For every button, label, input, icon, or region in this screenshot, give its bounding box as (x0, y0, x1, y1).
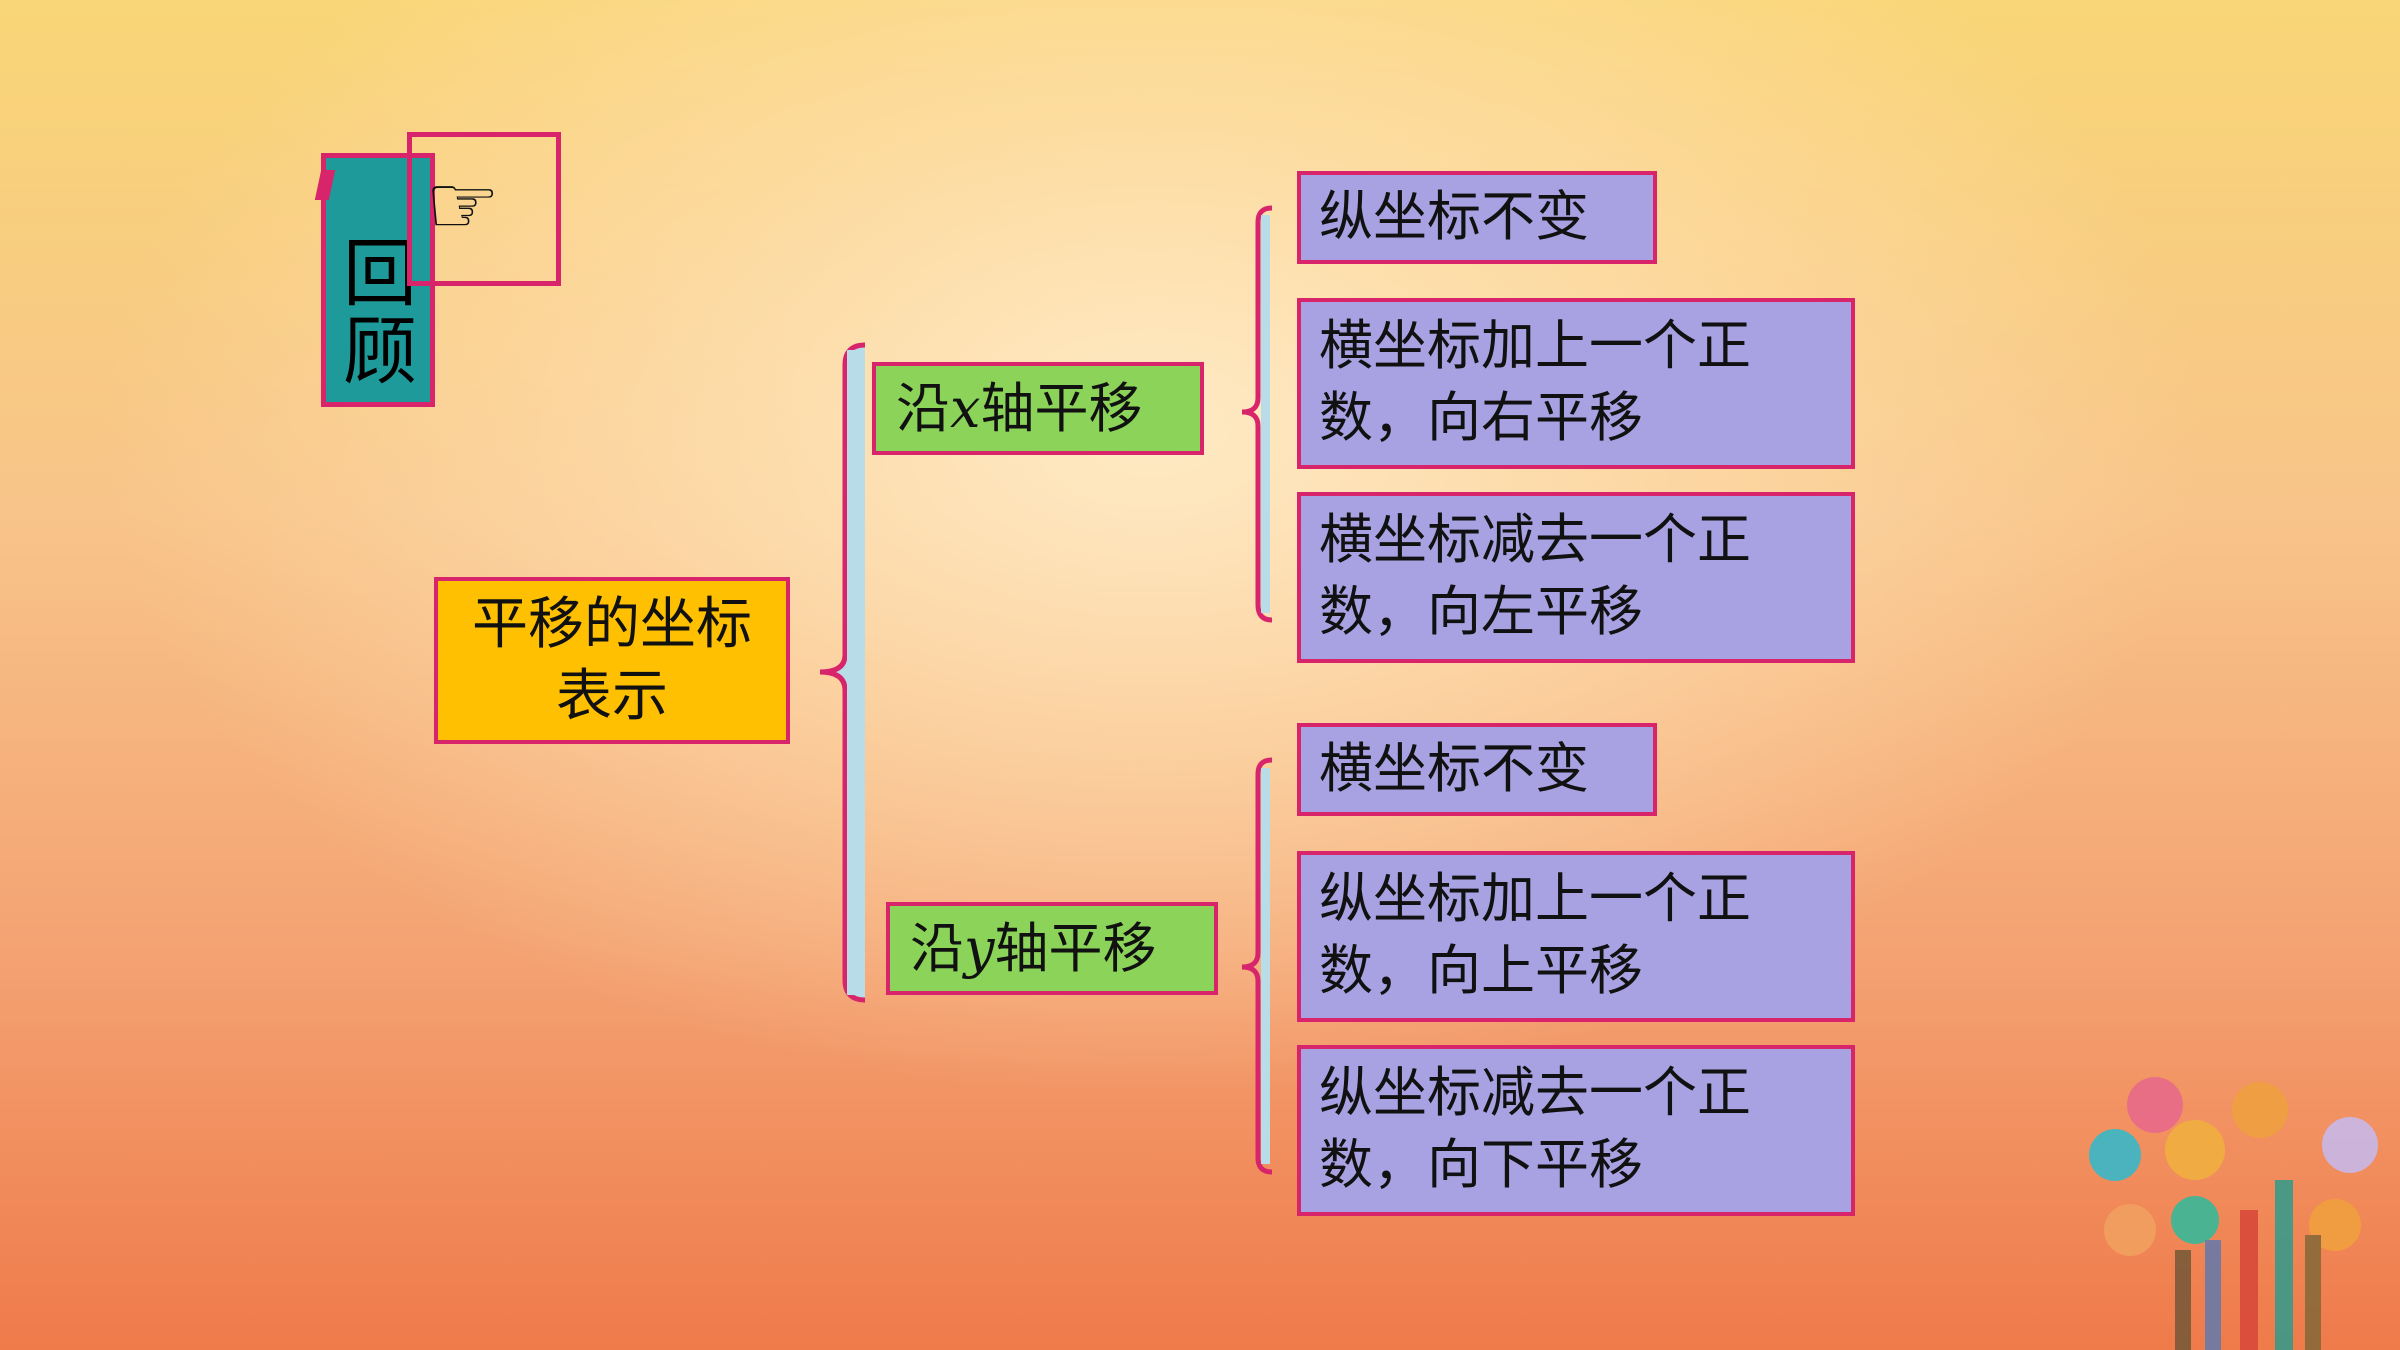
bubble-icon (2104, 1204, 2156, 1256)
lower-brace-fill (1261, 768, 1270, 1164)
bubble-icon (2089, 1129, 2141, 1181)
leaf-x-3-line2: 数，向左平移 (1319, 580, 1643, 643)
leaf-x-2-line2: 数，向右平移 (1319, 386, 1643, 449)
hand-frame[interactable] (407, 132, 561, 286)
bubble-icon (2165, 1120, 2225, 1180)
pointing-hand-icon: ☞ (425, 156, 501, 254)
leaf-y-1-line1: 横坐标不变 (1319, 737, 1589, 800)
leaf-y-3: 纵坐标减去一个正数，向下平移 (1297, 1045, 1855, 1216)
pencil-icon (2305, 1235, 2321, 1350)
leaf-x-3: 横坐标减去一个正数，向左平移 (1297, 492, 1855, 663)
lower-brace (1241, 757, 1273, 1175)
upper-brace (1241, 205, 1273, 623)
review-tag (321, 153, 435, 407)
leaf-y-1: 横坐标不变 (1297, 723, 1657, 816)
bubble-icon (2322, 1117, 2378, 1173)
main-brace-fill (847, 350, 861, 995)
branch-y-prefix: 沿 (910, 916, 964, 980)
pencil-icon (2240, 1210, 2258, 1350)
branch-y-suffix: 轴平移 (994, 916, 1157, 980)
leaf-x-2-line1: 横坐标加上一个正 (1319, 314, 1751, 377)
bubble-icon (2127, 1077, 2183, 1133)
leaf-x-3-line1: 横坐标减去一个正 (1319, 508, 1751, 571)
root-line2: 表示 (556, 663, 668, 729)
branch-x-prefix: 沿 (896, 376, 950, 440)
leaf-x-1: 纵坐标不变 (1297, 171, 1657, 264)
bubble-icon (2232, 1082, 2288, 1138)
review-label: 回顾 (343, 231, 417, 395)
leaf-y-2-line2: 数，向上平移 (1319, 939, 1643, 1002)
branch-y-axis-letter: y (964, 916, 995, 980)
pencil-icon (2275, 1180, 2293, 1350)
pencil-icon (2205, 1240, 2221, 1350)
bubble-icon (2309, 1199, 2361, 1251)
upper-brace-fill (1261, 215, 1270, 613)
leaf-y-3-line2: 数，向下平移 (1319, 1133, 1643, 1196)
root-node: 平移的坐标表示 (434, 577, 790, 744)
bubble-icon (2171, 1196, 2219, 1244)
leaf-x-2: 横坐标加上一个正数，向右平移 (1297, 298, 1855, 469)
leaf-y-2-line1: 纵坐标加上一个正 (1319, 867, 1751, 930)
leaf-y-3-line1: 纵坐标减去一个正 (1319, 1061, 1751, 1124)
pencil-icon (2175, 1250, 2191, 1350)
root-line1: 平移的坐标 (472, 591, 752, 657)
branch-x-suffix: 轴平移 (980, 376, 1143, 440)
leaf-x-1-line1: 纵坐标不变 (1319, 185, 1589, 248)
leaf-y-2: 纵坐标加上一个正数，向上平移 (1297, 851, 1855, 1022)
branch-x-axis-letter: x (950, 376, 981, 440)
